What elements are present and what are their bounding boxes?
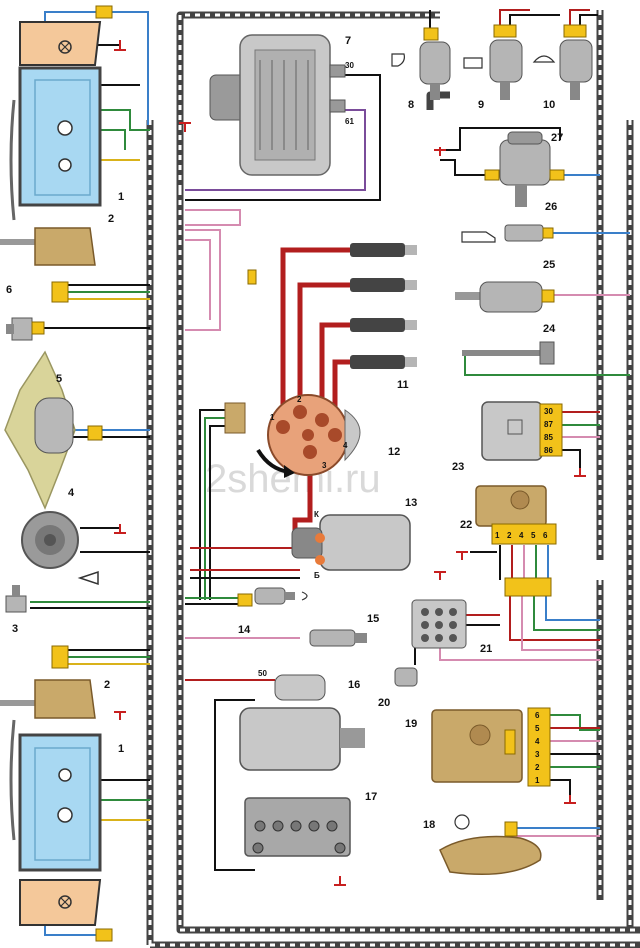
- rotation-arrow-head-icon: [284, 465, 295, 478]
- label-20: 20: [378, 697, 390, 709]
- relay23-pin: 85: [544, 433, 553, 442]
- label-26: 26: [545, 201, 557, 213]
- sensor-25: [455, 281, 555, 313]
- label-21: 21: [480, 643, 492, 655]
- switch22-pin: 4: [519, 531, 524, 540]
- label-8: 8: [408, 99, 414, 111]
- label-3: 3: [12, 623, 18, 635]
- spark-plugs: [350, 243, 417, 369]
- switch22-pin: 6: [543, 531, 548, 540]
- sensor-9: [463, 24, 523, 100]
- switch-block-19: [431, 707, 551, 787]
- distributor-terminal-4: 4: [343, 441, 348, 450]
- switch19-pin: 2: [535, 763, 540, 772]
- wires: [30, 9, 630, 936]
- label-16: 16: [348, 679, 360, 691]
- label-2-top: 2: [108, 213, 114, 225]
- label-5: 5: [56, 373, 62, 385]
- alternator: [209, 34, 346, 176]
- label-15: 15: [367, 613, 379, 625]
- ignition-coil: [291, 514, 411, 571]
- harness-connectors: [31, 5, 257, 942]
- horn: [21, 511, 99, 586]
- label-18: 18: [423, 819, 435, 831]
- ground-symbols: [114, 40, 586, 886]
- switch19-pin: 1: [535, 776, 540, 785]
- label-24: 24: [543, 323, 556, 335]
- label-9: 9: [478, 99, 484, 111]
- sensor-26: [461, 224, 554, 243]
- sensor-15: [309, 629, 367, 647]
- coil-terminal-b: Б: [314, 571, 320, 580]
- distributor-terminal-2: 2: [297, 395, 302, 404]
- reservoir-18: [439, 814, 542, 876]
- switch-22: [475, 485, 557, 597]
- label-10: 10: [543, 99, 555, 111]
- alternator-terminal-30: 30: [345, 61, 354, 70]
- label-1-bottom: 1: [118, 743, 124, 755]
- label-17: 17: [365, 791, 377, 803]
- label-13: 13: [405, 497, 417, 509]
- cooling-fan: [4, 350, 76, 510]
- headlamp-adjuster-bottom: [0, 679, 96, 719]
- distributor-connector: [224, 402, 246, 434]
- headlamp-bottom: [9, 719, 102, 926]
- switch19-pin: 5: [535, 724, 540, 733]
- label-22: 22: [460, 519, 472, 531]
- label-7: 7: [345, 35, 351, 47]
- relay23-pin: 30: [544, 407, 553, 416]
- coil-terminal-k: К: [314, 510, 319, 519]
- sensor-20: [394, 667, 418, 687]
- label-14: 14: [238, 624, 251, 636]
- label-25: 25: [543, 259, 555, 271]
- sensor-6: [6, 317, 33, 341]
- switch22-pin: 1: [495, 531, 500, 540]
- switch19-pin: 6: [535, 711, 540, 720]
- headlamp-top: [9, 21, 102, 221]
- sensor-14: [254, 587, 308, 605]
- sensor-10: [532, 24, 593, 100]
- label-19: 19: [405, 718, 417, 730]
- distributor-terminal-1: 1: [270, 413, 275, 422]
- starter-terminal-50: 50: [258, 669, 267, 678]
- sensor-27: [484, 131, 565, 207]
- label-1-top: 1: [118, 191, 124, 203]
- label-12: 12: [388, 446, 400, 458]
- relay23-pin: 86: [544, 446, 553, 455]
- alternator-terminal-61: 61: [345, 117, 354, 126]
- label-11: 11: [397, 379, 409, 391]
- label-27: 27: [551, 132, 563, 144]
- label-6: 6: [6, 284, 12, 296]
- switch-19-pins: 6 5 4 3 2 1: [535, 711, 540, 785]
- connector-21: [411, 599, 467, 649]
- switch19-pin: 3: [535, 750, 540, 759]
- starter: [239, 674, 365, 771]
- relay23-pin: 87: [544, 420, 553, 429]
- switch22-pin: 2: [507, 531, 512, 540]
- label-2-bottom: 2: [104, 679, 110, 691]
- label-4: 4: [68, 487, 75, 499]
- headlamp-adjuster-top: [0, 227, 96, 266]
- relay-23-pins: 30 87 85 86: [544, 407, 553, 455]
- sensor-8: [391, 27, 451, 100]
- switch-3: [5, 585, 27, 613]
- switch-22-pins: 1 2 4 5 6: [495, 531, 548, 540]
- switch19-pin: 4: [535, 737, 540, 746]
- distributor: [267, 394, 361, 476]
- switch22-pin: 5: [531, 531, 536, 540]
- terminal-block-17: [244, 797, 351, 857]
- label-23: 23: [452, 461, 464, 473]
- relay-23: [481, 401, 563, 461]
- sensor-24: [462, 341, 555, 365]
- distributor-terminal-3: 3: [322, 461, 327, 470]
